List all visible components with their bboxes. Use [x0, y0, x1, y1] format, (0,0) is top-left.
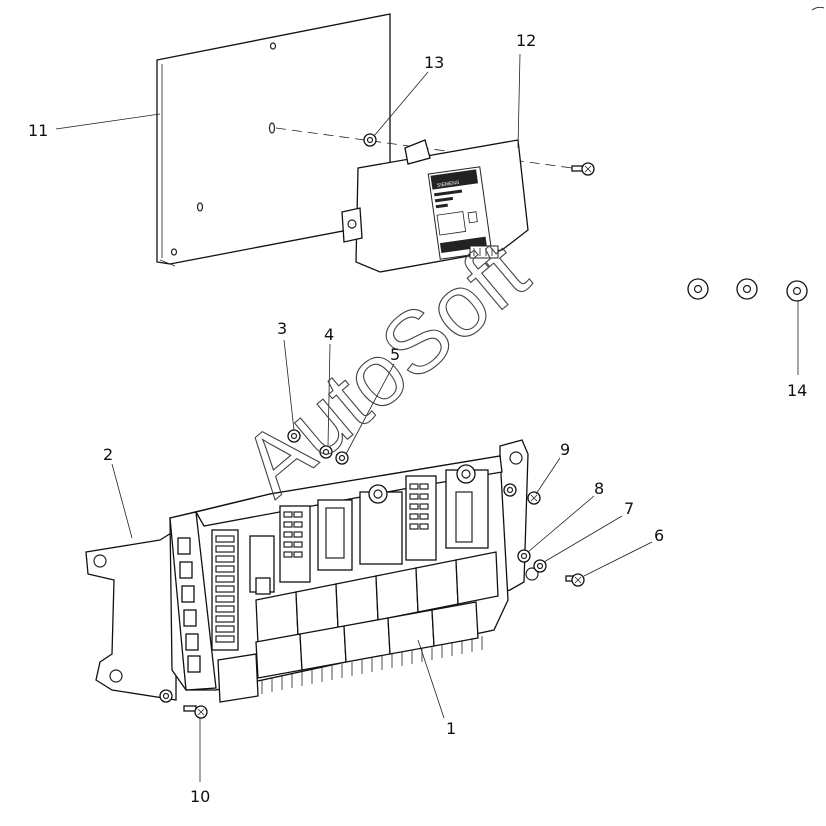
nut-9	[503, 483, 517, 497]
callout-11: 11	[28, 121, 48, 140]
callout-2: 2	[103, 445, 113, 464]
callout-6: 6	[654, 526, 664, 545]
callout-5: 5	[390, 345, 400, 364]
module-brand-text: SIEMENS	[437, 180, 461, 189]
callout-12: 12	[516, 31, 536, 50]
bracket	[85, 439, 539, 701]
callout-7: 7	[624, 499, 634, 518]
washer-group	[687, 278, 808, 302]
nut-5	[335, 451, 349, 465]
screw-6	[565, 573, 585, 587]
fuse-relay-box	[169, 455, 509, 703]
screw-9	[527, 491, 541, 505]
washer-8	[517, 549, 531, 563]
callout-9: 9	[560, 440, 570, 459]
module-screw	[571, 162, 595, 176]
relay-row	[217, 551, 499, 703]
callout-4: 4	[324, 325, 334, 344]
leader-lines	[55, 53, 799, 782]
callout-3: 3	[277, 319, 287, 338]
control-module: SIEMENS	[341, 139, 529, 273]
callout-10: 10	[190, 787, 210, 806]
nut-7	[533, 559, 547, 573]
module-nut	[363, 133, 377, 147]
bottom-pins	[261, 636, 483, 694]
callout-8: 8	[594, 479, 604, 498]
screw-10	[183, 705, 208, 719]
callout-1: 1	[446, 719, 456, 738]
nut-4	[319, 445, 333, 459]
nut-10	[159, 689, 173, 703]
mounting-plate	[156, 13, 391, 267]
corner-mark	[811, 6, 825, 11]
callout-13: 13	[424, 53, 444, 72]
left-fuse-column	[215, 535, 235, 643]
callout-14: 14	[787, 381, 807, 400]
